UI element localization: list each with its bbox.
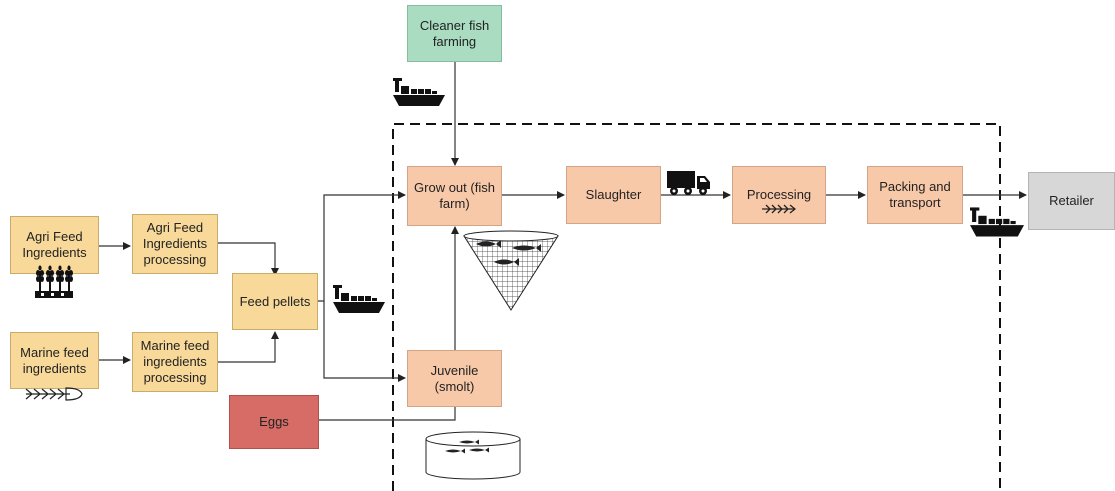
arrow-pellets-to-juvenile (323, 301, 406, 382)
marine-feed-ingredients-box: Marine feed ingredients (10, 332, 99, 389)
wheat-icon (35, 265, 73, 298)
arrow-agri-processing-to-pellets (218, 242, 279, 276)
agri-feed-processing-box: Agri Feed Ingredients processing (132, 214, 218, 274)
ship-icon (970, 207, 1024, 237)
agri-feed-ingredients-box: Agri Feed Ingredients (10, 216, 99, 274)
slaughter-box: Slaughter (566, 166, 661, 224)
arrow-pellets-to-growout (318, 191, 406, 302)
fish-net-cage-icon (463, 230, 559, 311)
fish-tank-icon (425, 431, 521, 480)
retailer-box: Retailer (1028, 172, 1115, 230)
eggs-box: Eggs (229, 395, 319, 449)
fish-skeleton-icon (762, 204, 796, 214)
arrow-eggs-to-juvenile (319, 407, 456, 421)
feed-pellets-box: Feed pellets (232, 273, 318, 330)
fish-skeleton-icon (25, 387, 83, 401)
processing-label: Processing (746, 187, 812, 202)
truck-icon (667, 171, 710, 195)
processing-box: Processing (732, 166, 826, 224)
ship-icon (393, 78, 445, 106)
ship-icon (333, 285, 385, 313)
grow-out-box: Grow out (fish farm) (407, 166, 502, 226)
marine-feed-processing-box: Marine feed ingredients processing (132, 332, 218, 392)
juvenile-smolt-box: Juvenile (smolt) (407, 350, 502, 407)
cleaner-fish-farming-box: Cleaner fish farming (407, 5, 502, 62)
farm-boundary (392, 123, 1001, 491)
arrow-marine-processing-to-pellets (218, 331, 279, 363)
packing-transport-box: Packing and transport (867, 166, 963, 224)
